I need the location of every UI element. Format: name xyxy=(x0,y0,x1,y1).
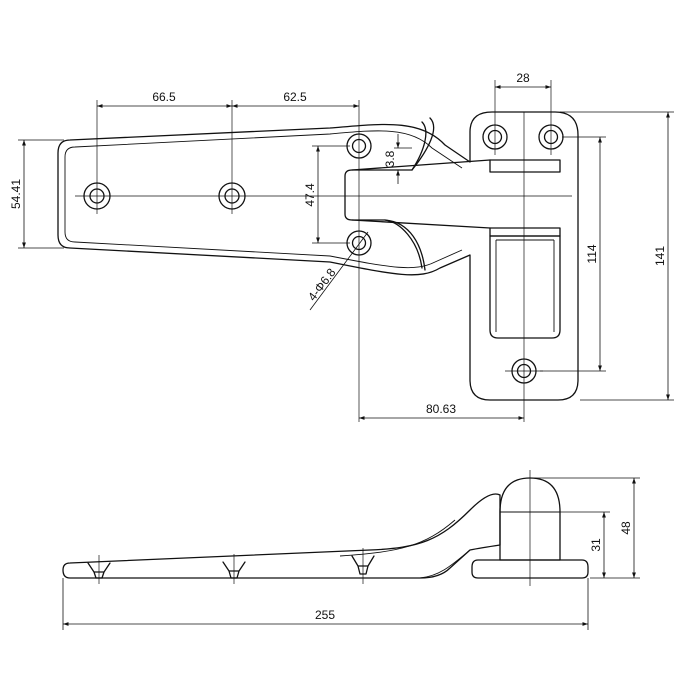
dimension-54-41: 54.41 xyxy=(9,139,64,249)
dimension-31-label: 31 xyxy=(589,538,603,552)
dimension-80-63: 80.63 xyxy=(359,402,524,420)
dimension-141: 141 xyxy=(560,111,674,401)
pin-bracket xyxy=(351,159,491,229)
hole-callout-label: 4-Φ6.8 xyxy=(305,265,339,303)
dimension-28-label: 28 xyxy=(516,71,530,85)
mounting-holes xyxy=(83,124,564,384)
dimension-3-8-label: 3.8 xyxy=(383,150,397,167)
dimension-114-label: 114 xyxy=(585,244,599,263)
dimension-255-label: 255 xyxy=(315,608,335,622)
pin-collar xyxy=(489,227,561,237)
pin-top-band xyxy=(489,159,561,173)
center-lines xyxy=(75,80,572,422)
dimension-66-5: 66.5 xyxy=(97,90,232,108)
dimension-54-41-label: 54.41 xyxy=(9,179,23,209)
dimension-66-5-label: 66.5 xyxy=(152,90,176,104)
dimension-3-8: 3.8 xyxy=(383,134,412,184)
slot-channel xyxy=(384,117,435,269)
hole-callout: 4-Φ6.8 xyxy=(305,231,369,311)
side-plate-profile xyxy=(62,493,501,579)
dimension-48-label: 48 xyxy=(619,521,633,535)
dimension-141-label: 141 xyxy=(653,246,667,266)
side-plate-inner xyxy=(339,519,471,579)
side-countersinks xyxy=(87,555,375,579)
dimension-47-4: 47.4 xyxy=(303,145,350,244)
dimension-62-5: 62.5 xyxy=(232,90,359,108)
plate-inner-line xyxy=(64,130,463,269)
top-view: 28 66.5 62.5 54.41 47.4 xyxy=(9,71,674,422)
dimension-28: 28 xyxy=(495,71,551,89)
dimension-47-4-label: 47.4 xyxy=(303,183,317,207)
dimension-62-5-label: 62.5 xyxy=(283,90,307,104)
dimension-31: 31 xyxy=(560,511,640,579)
barrel-inner xyxy=(495,239,555,332)
dimension-80-63-label: 80.63 xyxy=(426,402,456,416)
dimension-48: 48 xyxy=(530,477,640,578)
hinge-plate-outline xyxy=(57,111,579,401)
dimension-255: 255 xyxy=(62,578,589,630)
side-view: 31 48 255 xyxy=(62,470,640,630)
barrel-body xyxy=(489,235,561,339)
dimension-114: 114 xyxy=(540,136,606,372)
side-base-flange xyxy=(471,559,589,579)
